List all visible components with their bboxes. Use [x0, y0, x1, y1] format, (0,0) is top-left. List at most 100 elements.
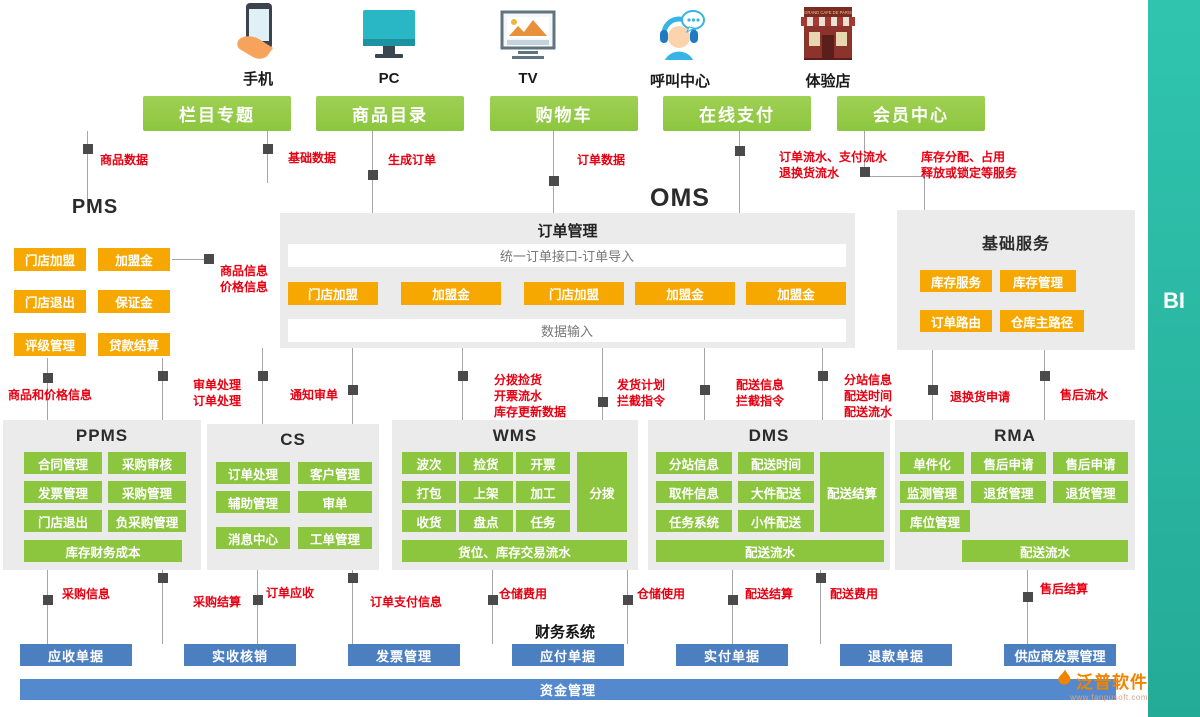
flow-label: 订单数据 — [577, 153, 626, 167]
connector-line — [739, 131, 740, 213]
wms-node-button[interactable]: 上架 — [459, 481, 513, 503]
finance-node-button[interactable]: 实付单据 — [676, 644, 788, 666]
order-interface-bar[interactable]: 统一订单接口-订单导入 — [288, 244, 846, 267]
pms-node-button[interactable]: 门店退出 — [14, 290, 86, 313]
flow-label: 商品数据 — [100, 153, 149, 167]
dms-node-button[interactable]: 小件配送 — [738, 510, 814, 532]
rma-node-button[interactable]: 退货管理 — [971, 481, 1046, 503]
base-service-button[interactable]: 库存服务 — [920, 270, 992, 292]
ppms-node-button[interactable]: 采购管理 — [108, 481, 186, 503]
flow-label: 仓储费用 — [499, 587, 548, 601]
wms-node-button[interactable]: 加工 — [516, 481, 570, 503]
connector-node — [1023, 592, 1033, 602]
oms-node-button[interactable]: 加盟金 — [635, 282, 735, 305]
cs-node-button[interactable]: 辅助管理 — [216, 491, 290, 513]
wms-wide-button[interactable]: 货位、库存交易流水 — [402, 540, 627, 562]
rma-node-button[interactable]: 退货管理 — [1053, 481, 1128, 503]
pms-title: PMS — [71, 196, 119, 218]
finance-title: 财务系统 — [534, 624, 595, 641]
ppms-wide-button[interactable]: 库存财务成本 — [24, 540, 182, 562]
logo-flame-icon — [1057, 669, 1073, 693]
cs-node-button[interactable]: 工单管理 — [298, 527, 372, 549]
finance-node-button[interactable]: 退款单据 — [840, 644, 952, 666]
channel-tv: TV — [492, 10, 564, 87]
oms-title: OMS — [650, 184, 710, 212]
pms-node-button[interactable]: 保证金 — [98, 290, 170, 313]
pc-icon — [360, 8, 418, 67]
flow-label: 分拨捡货 开票流水 库存更新数据 — [494, 373, 567, 420]
wms-node-button[interactable]: 收货 — [402, 510, 456, 532]
wms-node-button[interactable]: 波次 — [402, 452, 456, 474]
wms-node-button[interactable]: 任务 — [516, 510, 570, 532]
cs-node-button[interactable]: 审单 — [298, 491, 372, 513]
rma-node-button[interactable]: 单件化 — [900, 452, 964, 474]
oms-node-button[interactable]: 门店加盟 — [288, 282, 378, 305]
connector-line — [262, 348, 263, 424]
connector-line — [352, 570, 353, 644]
base-service-button[interactable]: 仓库主路径 — [1000, 310, 1084, 332]
rma-node-button[interactable]: 售后申请 — [971, 452, 1046, 474]
column-topics-button[interactable]: 栏目专题 — [143, 96, 291, 131]
rma-node-button[interactable]: 库位管理 — [900, 510, 970, 532]
wms-node-button[interactable]: 盘点 — [459, 510, 513, 532]
wms-node-button[interactable]: 开票 — [516, 452, 570, 474]
pms-node-button[interactable]: 贷款结算 — [98, 333, 170, 356]
flow-label: 采购信息 — [62, 587, 111, 601]
flow-label: 订单流水、支付流水 退换货流水 — [779, 150, 888, 181]
finance-node-button[interactable]: 应收单据 — [20, 644, 132, 666]
finance-node-button[interactable]: 发票管理 — [348, 644, 460, 666]
finance-node-button[interactable]: 实收核销 — [184, 644, 296, 666]
wms-node-button[interactable]: 打包 — [402, 481, 456, 503]
connector-node — [43, 595, 53, 605]
cs-node-button[interactable]: 客户管理 — [298, 462, 372, 484]
connector-line — [864, 176, 924, 177]
rma-node-button[interactable]: 监测管理 — [900, 481, 964, 503]
data-input-bar[interactable]: 数据输入 — [288, 319, 846, 342]
rma-wide-button[interactable]: 配送流水 — [962, 540, 1128, 562]
finance-node-button[interactable]: 应付单据 — [512, 644, 624, 666]
cs-node-button[interactable]: 消息中心 — [216, 527, 290, 549]
dms-node-button[interactable]: 任务系统 — [656, 510, 732, 532]
ppms-node-button[interactable]: 门店退出 — [24, 510, 102, 532]
shopping-cart-button[interactable]: 购物车 — [490, 96, 638, 131]
ppms-node-button[interactable]: 合同管理 — [24, 452, 102, 474]
connector-node — [458, 371, 468, 381]
finance-node-button[interactable]: 供应商发票管理 — [1004, 644, 1116, 666]
base-service-button[interactable]: 库存管理 — [1000, 270, 1076, 292]
channel-callcenter: 呼叫中心 — [642, 6, 718, 91]
oms-node-button[interactable]: 加盟金 — [746, 282, 846, 305]
dms-tall-button[interactable]: 配送结算 — [820, 452, 884, 532]
headset-icon — [651, 6, 709, 67]
online-payment-button[interactable]: 在线支付 — [663, 96, 811, 131]
wms-node-button[interactable]: 捡货 — [459, 452, 513, 474]
dms-node-button[interactable]: 取件信息 — [656, 481, 732, 503]
ppms-node-button[interactable]: 负采购管理 — [108, 510, 186, 532]
product-catalog-button[interactable]: 商品目录 — [316, 96, 464, 131]
base-service-button[interactable]: 订单路由 — [920, 310, 992, 332]
pms-node-button[interactable]: 门店加盟 — [14, 248, 86, 271]
pms-node-button[interactable]: 加盟金 — [98, 248, 170, 271]
connector-line — [172, 259, 206, 260]
connector-node — [700, 385, 710, 395]
flow-label: 订单应收 — [266, 586, 315, 600]
rma-node-button[interactable]: 售后申请 — [1053, 452, 1128, 474]
flow-label: 售后结算 — [1040, 582, 1089, 596]
channel-label: TV — [518, 70, 538, 87]
flow-label: 采购结算 — [193, 595, 242, 609]
ppms-node-button[interactable]: 发票管理 — [24, 481, 102, 503]
pms-node-button[interactable]: 评级管理 — [14, 333, 86, 356]
ppms-node-button[interactable]: 采购审核 — [108, 452, 186, 474]
member-center-button[interactable]: 会员中心 — [837, 96, 985, 131]
base-services-title: 基础服务 — [981, 236, 1050, 253]
dms-node-button[interactable]: 分站信息 — [656, 452, 732, 474]
dms-node-button[interactable]: 大件配送 — [738, 481, 814, 503]
dms-wide-button[interactable]: 配送流水 — [656, 540, 884, 562]
oms-node-button[interactable]: 门店加盟 — [524, 282, 624, 305]
cs-node-button[interactable]: 订单处理 — [216, 462, 290, 484]
fund-management-bar[interactable]: 资金管理 — [20, 679, 1116, 700]
dms-node-button[interactable]: 配送时间 — [738, 452, 814, 474]
oms-node-button[interactable]: 加盟金 — [401, 282, 501, 305]
wms-tall-button[interactable]: 分拨 — [577, 452, 627, 532]
channel-phone: 手机 — [222, 2, 294, 89]
